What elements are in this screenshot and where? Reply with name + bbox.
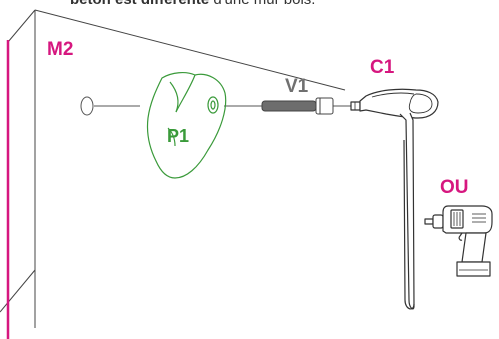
header-bold-text: béton est différente [70, 0, 209, 8]
header-instruction-text: béton est différente d'une mur bois. [70, 0, 315, 8]
drill-bit [424, 218, 434, 225]
drill-body [442, 205, 493, 234]
drill-handle [461, 232, 487, 263]
wall-outline [0, 9, 346, 328]
cordless-drill-icon [424, 205, 493, 277]
screw-v1-icon [261, 97, 334, 115]
label-p1: P1 [167, 126, 190, 146]
label-ou: OU [440, 177, 469, 198]
drill-trigger [458, 232, 463, 241]
wall-hole-icon [80, 96, 94, 116]
label-m2: M2 [47, 39, 74, 60]
label-c1: C1 [370, 57, 395, 78]
side-wall-line [7, 9, 36, 43]
label-v1: V1 [285, 76, 309, 97]
floor-line [0, 269, 36, 313]
key-tip [350, 101, 361, 111]
drill-battery [456, 261, 491, 277]
drill-chuck [432, 214, 444, 229]
hold-p1-icon [146, 72, 227, 179]
allen-key-icon [350, 88, 439, 310]
wall-ceiling-line [34, 9, 346, 91]
assembly-axis [80, 96, 351, 116]
header-regular-text: d'une mur bois. [209, 0, 315, 8]
